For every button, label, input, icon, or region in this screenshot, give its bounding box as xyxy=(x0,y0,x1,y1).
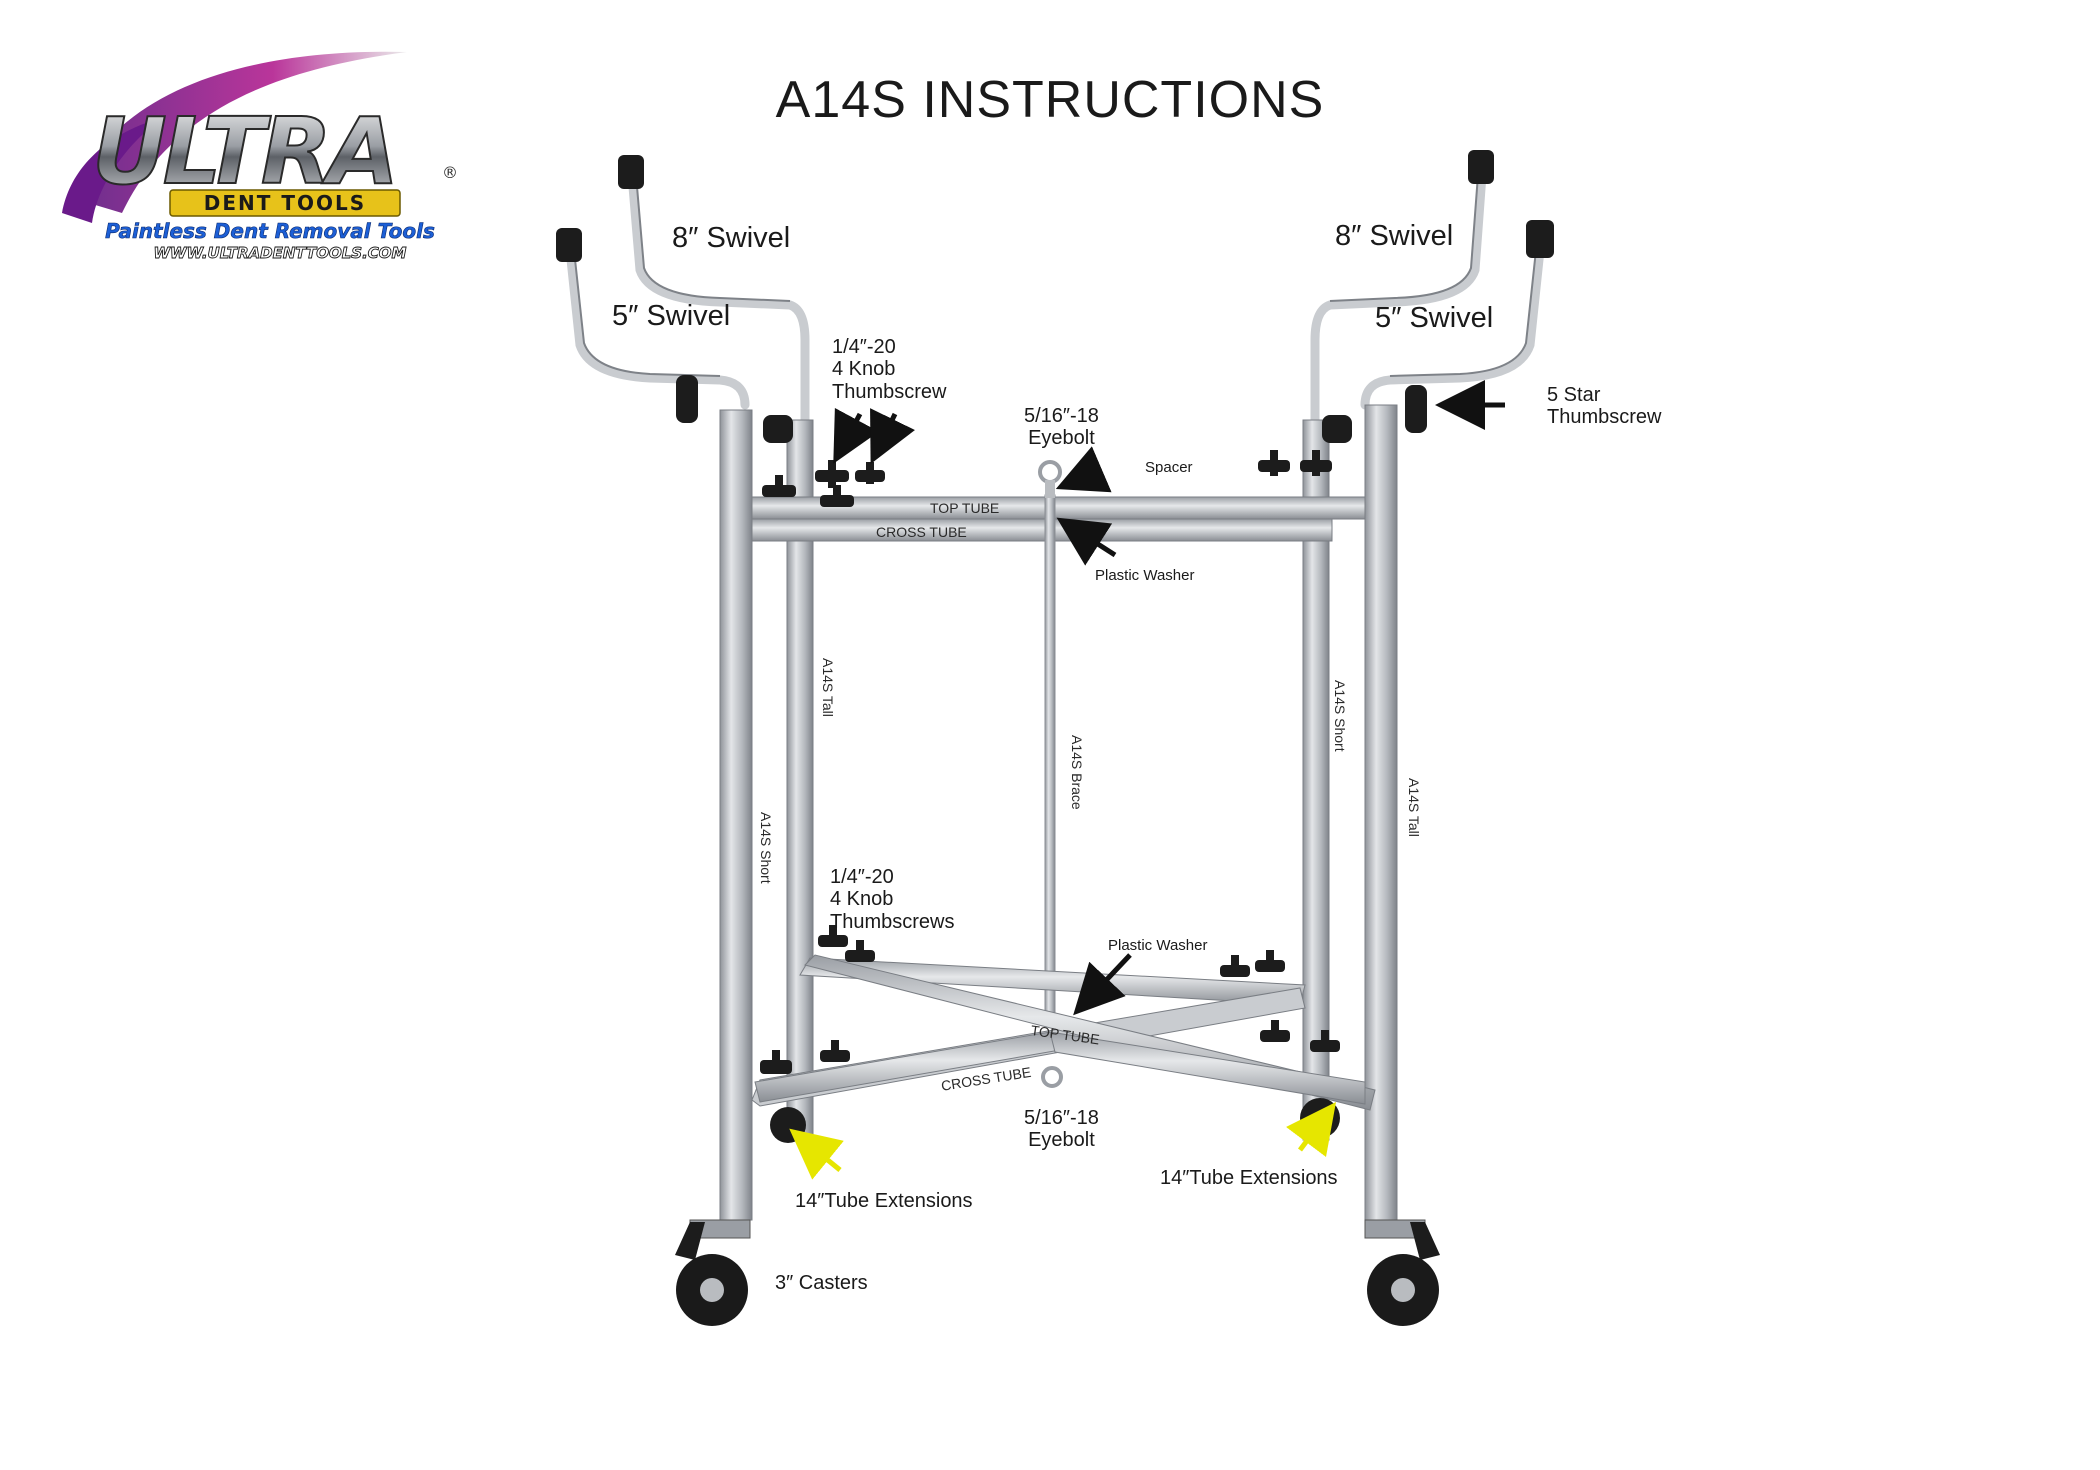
knob-icon xyxy=(855,462,885,484)
logo-registered-mark: ® xyxy=(442,163,458,182)
knob-icon xyxy=(815,460,849,488)
label-knob-thumbscrew-top: 1/4″-20 4 Knob Thumbscrew xyxy=(832,336,947,403)
logo-tagline: DENT TOOLS xyxy=(204,191,366,215)
swivel-rod-edges xyxy=(573,174,1537,377)
eyebolt-top-icon xyxy=(1038,460,1062,484)
right-5in-grip-icon xyxy=(1526,220,1554,258)
label-tube-extensions-right: 14″Tube Extensions xyxy=(1160,1167,1338,1189)
label-5-star-thumbscrew: 5 Star Thumbscrew xyxy=(1547,384,1662,429)
knob-icon xyxy=(818,925,848,947)
eyebolt-lower-icon xyxy=(1041,1066,1063,1088)
label-plastic-washer-lower: Plastic Washer xyxy=(1108,937,1208,954)
left-front-caster-icon xyxy=(675,1219,751,1326)
lower-cross-tube-right xyxy=(1049,1031,1366,1105)
knob-icon xyxy=(1300,450,1332,476)
knob-icon xyxy=(1255,950,1285,972)
knob-icon xyxy=(762,475,796,497)
knob-icon xyxy=(763,415,793,443)
label-plastic-washer-upper: Plastic Washer xyxy=(1095,567,1195,584)
left-8in-grip-icon xyxy=(618,155,644,189)
arrow-tube-ext-left xyxy=(789,1128,844,1180)
star-thumbscrew-icon xyxy=(1405,385,1427,433)
label-a14s-short-right: A14S Short xyxy=(1332,680,1348,752)
logo-swoosh-lower xyxy=(62,118,162,223)
left-8in-swivel-rod xyxy=(627,170,810,425)
callout-arrows xyxy=(833,380,1505,1016)
label-a14s-tall-right: A14S Tall xyxy=(1406,778,1422,837)
knob-icon xyxy=(845,940,875,962)
yellow-callout-arrows xyxy=(789,1102,1336,1180)
label-a14s-brace: A14S Brace xyxy=(1069,735,1085,810)
logo-tagline-bar xyxy=(169,189,401,217)
center-brace-rod xyxy=(1044,494,1056,1016)
label-spacer: Spacer xyxy=(1145,459,1193,476)
swivel-rods xyxy=(565,170,1545,425)
label-eyebolt-top: 5/16″-18 Eyebolt xyxy=(1024,405,1099,450)
label-8in-swivel-left: 8″ Swivel xyxy=(672,222,791,254)
knob-icon xyxy=(1310,1030,1340,1052)
label-tube-extensions-left: 14″Tube Extensions xyxy=(795,1190,973,1212)
knob-icon xyxy=(1220,955,1250,977)
swivel-grips xyxy=(556,150,1554,262)
label-eyebolt-lower: 5/16″-18 Eyebolt xyxy=(1024,1107,1099,1152)
label-top-tube-upper: TOP TUBE xyxy=(930,500,1000,516)
knob-icon xyxy=(820,485,854,507)
arrow-tube-ext-right xyxy=(1286,1102,1336,1157)
label-5in-swivel-left: 5″ Swivel xyxy=(612,300,731,332)
knob-icon xyxy=(1322,415,1352,443)
label-knob-thumbscrews-lower: 1/4″-20 4 Knob Thumbscrews xyxy=(830,866,955,933)
left-5in-grip-icon xyxy=(556,228,582,262)
label-a14s-tall-left: A14S Tall xyxy=(820,658,836,717)
knob-icon xyxy=(1260,1020,1290,1042)
page-title: A14S INSTRUCTIONS xyxy=(775,71,1325,129)
label-5in-swivel-right: 5″ Swivel xyxy=(1375,302,1494,334)
front-left-upright xyxy=(719,409,753,1221)
right-5in-swivel-rod xyxy=(1360,245,1545,410)
label-8in-swivel-right: 8″ Swivel xyxy=(1335,220,1454,252)
logo-subtitle: Paintless Dent Removal Tools xyxy=(105,219,435,243)
left-5in-swivel-rod xyxy=(565,245,750,410)
arrow-plastic-washer-upper xyxy=(1056,517,1117,566)
right-rear-wheel-icon xyxy=(1300,1098,1340,1138)
spacer-part xyxy=(1045,480,1055,498)
arrow-knob-2 xyxy=(870,408,916,464)
front-right-upright xyxy=(1364,404,1398,1221)
knob-icon xyxy=(820,1040,850,1062)
right-8in-swivel-rod xyxy=(1310,170,1487,425)
right-8in-grip-icon xyxy=(1468,150,1494,184)
arrow-plastic-washer-lower xyxy=(1073,953,1132,1016)
logo-url: WWW.ULTRADENTTOOLS.COM xyxy=(154,244,407,262)
knob-icon xyxy=(760,1050,792,1074)
arrow-spacer xyxy=(1055,446,1112,493)
label-a14s-short-left: A14S Short xyxy=(758,812,774,884)
star-thumbscrew-icon xyxy=(676,375,698,423)
arrow-knob-1 xyxy=(833,407,879,464)
label-cross-tube-upper: CROSS TUBE xyxy=(876,524,967,540)
logo-brand-text: ULTRA xyxy=(92,98,395,205)
knob-icon xyxy=(1258,450,1290,476)
label-3in-casters: 3″ Casters xyxy=(775,1272,868,1294)
logo-graphic: ULTRA ® DENT TOOLS Paintless Dent Remova… xyxy=(62,51,458,262)
ultra-dent-tools-logo: ULTRA ® DENT TOOLS Paintless Dent Remova… xyxy=(52,48,492,273)
right-front-caster-icon xyxy=(1364,1219,1440,1326)
upper-cross-tube xyxy=(751,518,1333,542)
knob-thumbscrews xyxy=(676,375,1427,1074)
